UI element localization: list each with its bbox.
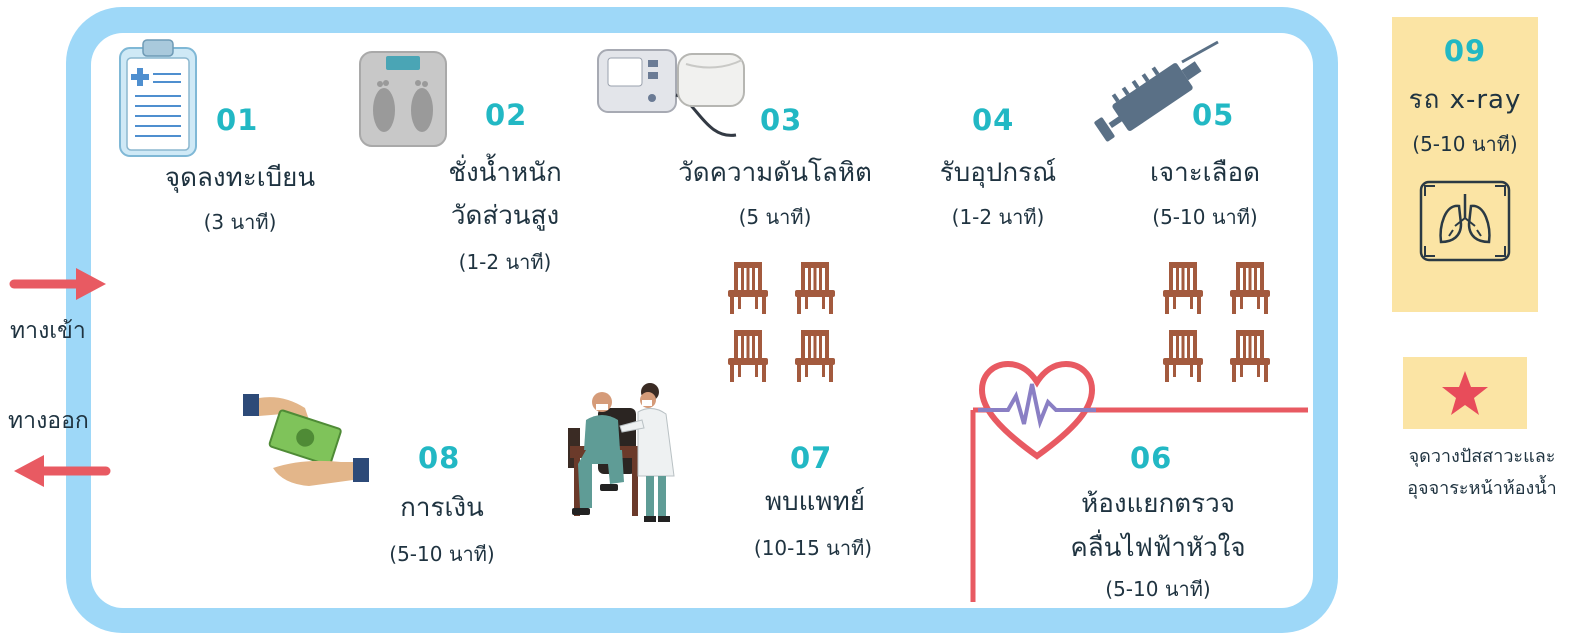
station-name: รับอุปกรณ์ xyxy=(939,158,1057,188)
station-name: วัดความดันโลหิต xyxy=(678,158,872,188)
station-number: 03 xyxy=(760,103,803,137)
doctor-patient-icon xyxy=(568,383,675,522)
syringe-icon xyxy=(1094,40,1219,142)
station-name: จุดลงทะเบียน xyxy=(164,163,316,193)
station-number: 01 xyxy=(216,103,259,137)
scale-icon xyxy=(359,51,447,147)
station-name: พบแพทย์ xyxy=(765,487,865,517)
station-number: 07 xyxy=(790,441,833,475)
entrance-label: ทางเข้า xyxy=(10,318,86,344)
station-name-line2: คลื่นไฟฟ้าหัวใจ xyxy=(1070,533,1246,563)
station-name: ชั่งน้ำหนัก xyxy=(448,158,562,188)
station-number: 06 xyxy=(1130,441,1173,475)
exit-arrow-icon xyxy=(14,455,111,487)
chair-icon xyxy=(728,262,768,314)
chair-icon xyxy=(1163,262,1203,314)
station-duration: (1-2 นาที) xyxy=(458,250,552,274)
station-name: การเงิน xyxy=(400,493,484,523)
chair-icon xyxy=(1230,262,1270,314)
legend-text-line2: อุจจาระหน้าห้องน้ำ xyxy=(1407,478,1557,499)
station-number: 02 xyxy=(485,98,528,132)
legend-text-line1: จุดวางปัสสาวะและ xyxy=(1408,446,1556,467)
exit-label: ทางออก xyxy=(8,408,89,434)
station-duration: (1-2 นาที) xyxy=(951,205,1045,229)
station-duration: (5 นาที) xyxy=(738,205,812,229)
chair-icon xyxy=(795,262,835,314)
station-duration: (10-15 นาที) xyxy=(753,536,873,560)
chair-icon xyxy=(795,330,835,382)
station-name: ห้องแยกตรวจ xyxy=(1081,489,1235,519)
station-number: 04 xyxy=(972,103,1015,137)
station-number: 09 xyxy=(1443,34,1487,68)
blood-pressure-monitor-icon xyxy=(597,49,745,137)
station-duration: (3 นาที) xyxy=(203,210,277,234)
station-number: 05 xyxy=(1192,98,1235,132)
station-duration: (5-10 นาที) xyxy=(389,542,495,566)
money-exchange-icon xyxy=(243,394,369,486)
station-number: 08 xyxy=(418,441,461,475)
lungs-xray-icon xyxy=(1419,180,1511,262)
clipboard-icon xyxy=(119,39,197,157)
station-name-line2: วัดส่วนสูง xyxy=(450,201,560,231)
station-duration: (5-10 นาที) xyxy=(1152,205,1258,229)
heart-ecg-icon xyxy=(978,360,1096,460)
chair-icon xyxy=(728,330,768,382)
star-icon xyxy=(1442,371,1488,415)
xray-station-box xyxy=(1392,17,1538,312)
station-duration: (5-10 นาที) xyxy=(1412,132,1518,156)
station-duration: (5-10 นาที) xyxy=(1105,577,1211,601)
entrance-arrow-icon xyxy=(9,268,106,300)
station-name: เจาะเลือด xyxy=(1149,158,1260,188)
station-name: รถ x-ray xyxy=(1408,85,1522,115)
